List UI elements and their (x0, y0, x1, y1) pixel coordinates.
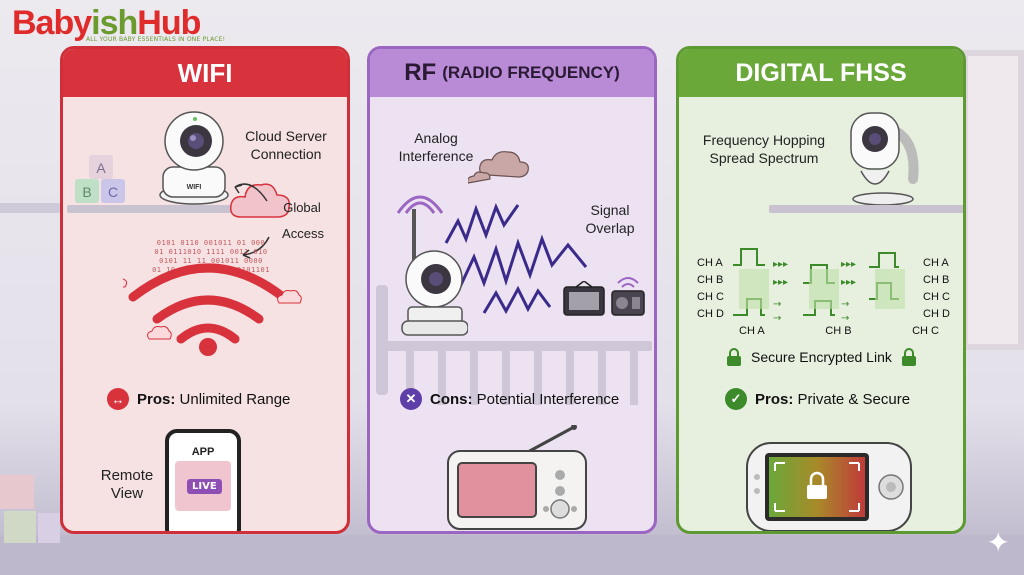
logo-part-baby: Baby (12, 4, 92, 42)
global-label: Global (283, 200, 321, 215)
svg-text:▸▸▸: ▸▸▸ (841, 277, 856, 288)
channel-label: CH D (697, 308, 724, 320)
block-letter-c: C (108, 184, 118, 200)
cloud-server-label: Cloud Server Connection (245, 128, 327, 162)
checkmark-icon: ✓ (725, 388, 747, 410)
wifi-pros-line: ↔ Pros: Unlimited Range (107, 388, 290, 410)
phone-screen: LIVE (175, 461, 231, 511)
channel-label: CH B (697, 274, 724, 286)
wifi-camera-label: WIFI (187, 184, 202, 191)
wifi-pros-text: Unlimited Range (179, 390, 291, 408)
toy-blocks-icon: A B C (75, 155, 125, 203)
digital-pros-line: ✓ Pros: Private & Secure (725, 388, 910, 410)
digital-shelf (769, 205, 963, 213)
rf-cons-prefix: Cons: (430, 390, 473, 408)
wifi-camera-icon: WIFI (159, 111, 229, 205)
secure-link-text: Secure Encrypted Link (751, 349, 892, 365)
crib-icon (376, 285, 638, 405)
svg-text:▸▸▸: ▸▸▸ (773, 277, 788, 288)
range-arrows-icon: ↔ (107, 388, 129, 410)
digital-pros-prefix: Pros: (755, 390, 794, 408)
logo-part-ish: ish (91, 4, 138, 42)
digital-card-title: DIGITAL FHSS (679, 49, 963, 97)
channel-label: CH D (923, 308, 950, 320)
cross-icon: ✕ (400, 388, 422, 410)
svg-text:→: → (841, 299, 849, 310)
fhss-label: Frequency Hopping Spread Spectrum (702, 132, 826, 166)
small-cloud-icon (277, 290, 302, 304)
storm-cloud-icon (468, 151, 529, 184)
padlock-icon (727, 348, 741, 366)
live-badge: LIVE (187, 479, 222, 494)
hop-channel-label: CH C (912, 325, 939, 337)
signal-overlap-label: Signal Overlap (585, 202, 635, 236)
brand-logo: BabyishHub ALL YOUR BABY ESSENTIALS IN O… (12, 6, 225, 43)
svg-text:→: → (773, 313, 781, 324)
rf-card-title: RF (RADIO FREQUENCY) (370, 49, 654, 97)
sparkle-icon: ✦ (986, 526, 1010, 559)
padlock-icon (901, 348, 916, 366)
small-cloud-icon (147, 326, 172, 340)
svg-text:→: → (773, 299, 781, 310)
rf-cons-line: ✕ Cons: Potential Interference (400, 388, 619, 410)
binary-line: 0101 0110 001011 01 000 (156, 239, 266, 247)
channel-label: CH A (923, 257, 949, 269)
background-window (962, 50, 1024, 350)
wifi-card-title: WIFI (63, 49, 347, 97)
hop-channel-label: CH A (739, 325, 765, 337)
rf-cons-text: Potential Interference (476, 390, 620, 408)
broadcast-waves-icon (396, 195, 444, 214)
frequency-hopping-diagram: ▸▸▸ ▸▸▸ ▸▸▸ ▸▸▸ → → → → (733, 248, 905, 324)
wifi-card: WIFI A B C WIFI Cloud Server Connection … (60, 46, 350, 534)
svg-text:▸▸▸: ▸▸▸ (773, 259, 788, 270)
rf-card: RF (RADIO FREQUENCY) Analog Interference… (367, 46, 657, 534)
logo-part-hub: Hub (137, 4, 201, 42)
digital-monitor-icon (746, 442, 912, 531)
analog-camera-icon (401, 209, 468, 336)
binary-line: 01 0111010 1111 0011 010 (154, 248, 268, 256)
channel-list-left: CH A CH B CH C CH D (697, 255, 724, 323)
digital-camera-icon (850, 112, 919, 205)
analog-monitor-icon (447, 425, 587, 530)
arrow-to-camera-icon (234, 183, 268, 202)
interference-zigzag-icon (444, 202, 588, 315)
wifi-signal-icon (123, 263, 288, 356)
digital-pros-text: Private & Secure (797, 390, 911, 408)
logo-tagline: ALL YOUR BABY ESSENTIALS IN ONE PLACE! (86, 36, 226, 43)
smartphone: APP LIVE (165, 429, 241, 531)
svg-text:→: → (841, 313, 849, 324)
binary-line: 0101 11 11 001011 0000 (159, 257, 263, 265)
channel-label: CH C (923, 291, 950, 303)
channel-label: CH B (923, 274, 950, 286)
svg-text:▸▸▸: ▸▸▸ (841, 259, 856, 270)
analog-interference-label: Analog Interference (398, 130, 474, 164)
background-floor (0, 535, 1024, 575)
access-label: Access (282, 226, 324, 241)
channel-label: CH A (697, 257, 723, 269)
digital-card: DIGITAL FHSS Frequency Hopping Spread Sp… (676, 46, 966, 534)
hop-channel-row: CH A CH B CH C (739, 323, 939, 340)
background-blocks (0, 475, 60, 543)
background-shelf (0, 203, 64, 213)
arrow-to-signal-icon (242, 236, 270, 259)
block-letter-a: A (96, 160, 106, 176)
block-letter-b: B (82, 184, 91, 200)
wifi-shelf (67, 205, 257, 213)
hop-channel-label: CH B (825, 325, 852, 337)
cloud-icon (229, 183, 290, 218)
channel-label: CH C (697, 291, 724, 303)
channel-list-right: CH A CH B CH C CH D (923, 255, 950, 323)
tv-icon (563, 281, 605, 316)
secure-link-line: Secure Encrypted Link (725, 347, 918, 367)
crib-rail (382, 341, 652, 351)
radio-icon (611, 277, 645, 316)
app-label: APP (191, 446, 215, 458)
rf-title: RF (404, 59, 437, 86)
wifi-pros-prefix: Pros: (137, 390, 176, 408)
rf-subtitle: (RADIO FREQUENCY) (442, 63, 620, 82)
remote-view-label: Remote View (100, 467, 154, 502)
